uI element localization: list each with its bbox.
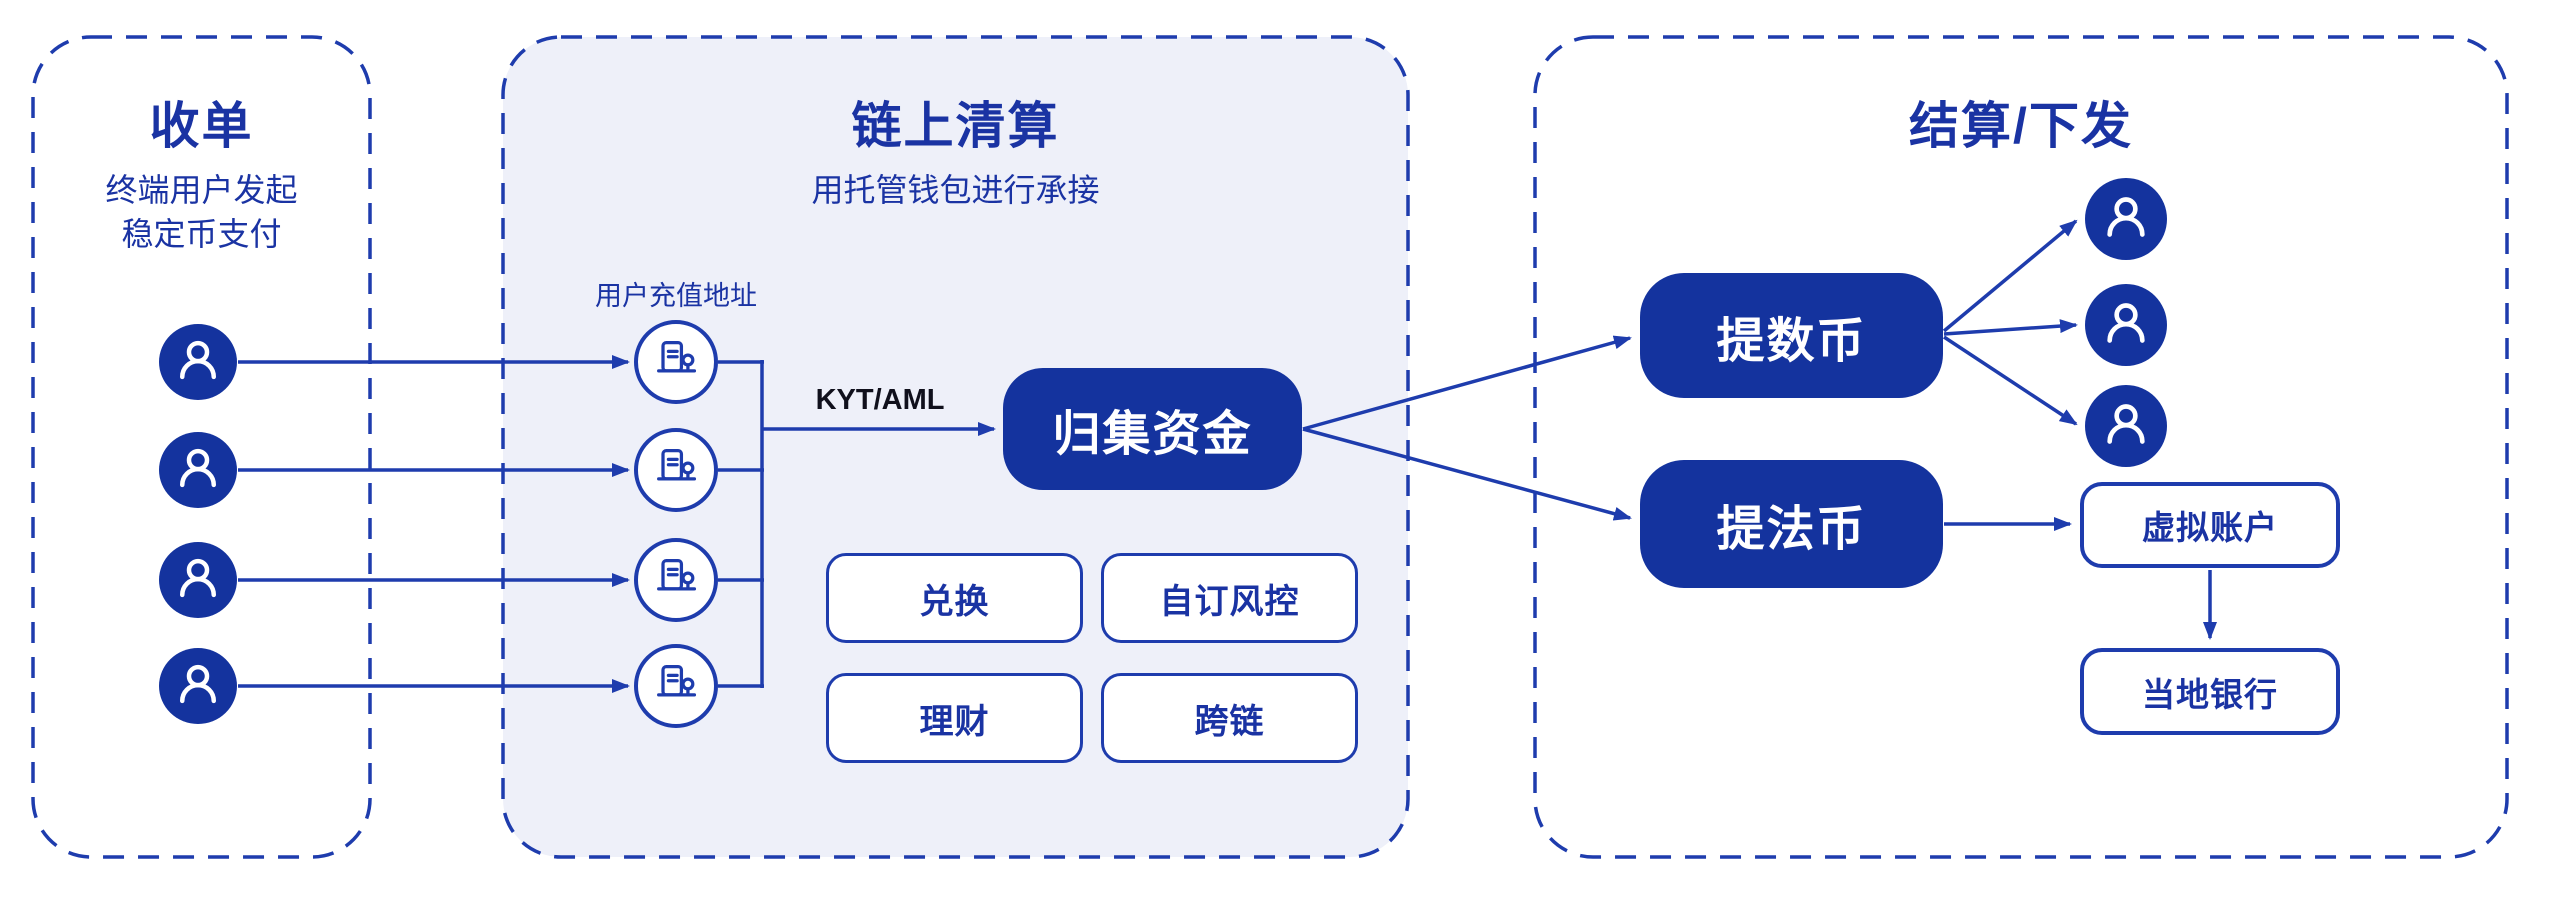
user-icon <box>171 551 225 610</box>
arrow-crypto-to-recipient1 <box>1942 219 2078 333</box>
user-icon <box>2098 189 2154 250</box>
building-location-icon <box>650 442 702 499</box>
clearing-panel-title: 链上清算 <box>851 98 1060 154</box>
deposit-address-node <box>634 428 718 512</box>
arrow-collect-to-withdraw-crypto <box>1302 335 1632 431</box>
user-icon <box>171 441 225 500</box>
acquiring-panel-border <box>31 35 372 859</box>
arrow-collect-to-withdraw-fiat <box>1302 427 1632 521</box>
feature-node-wealth-management: 理财 <box>826 673 1083 763</box>
settlement-panel-title: 结算/下发 <box>1909 98 2133 154</box>
deposit-addresses-label: 用户充值地址 <box>595 281 757 311</box>
arrow-crypto-to-recipient2 <box>1943 319 2078 336</box>
acquiring-subtitle-line2: 稳定币支付 <box>121 216 282 252</box>
collect-funds-node: 归集资金 <box>1003 368 1302 490</box>
feature-node-exchange: 兑换 <box>826 553 1083 643</box>
payer-avatar <box>159 432 237 508</box>
payer-avatar <box>159 324 237 400</box>
building-location-icon <box>650 658 702 715</box>
deposit-address-node <box>634 644 718 728</box>
recipient-avatar <box>2085 178 2167 260</box>
clearing-panel-subtitle: 用托管钱包进行承接 <box>811 172 1100 208</box>
virtual-account-node: 虚拟账户 <box>2080 482 2340 568</box>
acquiring-panel-title: 收单 <box>149 98 254 154</box>
feature-node-custom-risk-control: 自订风控 <box>1101 553 1358 643</box>
user-icon <box>2098 396 2154 457</box>
recipient-avatar <box>2085 284 2167 366</box>
building-location-icon <box>650 334 702 391</box>
user-icon <box>171 333 225 392</box>
payer-avatar <box>159 542 237 618</box>
arrow-crypto-to-recipient3 <box>1943 335 2078 426</box>
acquiring-subtitle-line1: 终端用户发起 <box>105 172 298 208</box>
feature-node-cross-chain: 跨链 <box>1101 673 1358 763</box>
building-location-icon <box>650 552 702 609</box>
acquiring-panel-subtitle: 终端用户发起 稳定币支付 <box>33 168 370 256</box>
deposit-address-node <box>634 538 718 622</box>
clearing-panel-border <box>501 35 1410 859</box>
withdraw-crypto-node: 提数币 <box>1640 273 1943 398</box>
settlement-panel-border <box>1533 35 2509 859</box>
recipient-avatar <box>2085 385 2167 467</box>
user-icon <box>2098 295 2154 356</box>
local-bank-node: 当地银行 <box>2080 648 2340 735</box>
payer-avatar <box>159 648 237 724</box>
withdraw-fiat-node: 提法币 <box>1640 460 1943 588</box>
user-icon <box>171 657 225 716</box>
deposit-address-node <box>634 320 718 404</box>
kyt-aml-label: KYT/AML <box>815 384 945 416</box>
